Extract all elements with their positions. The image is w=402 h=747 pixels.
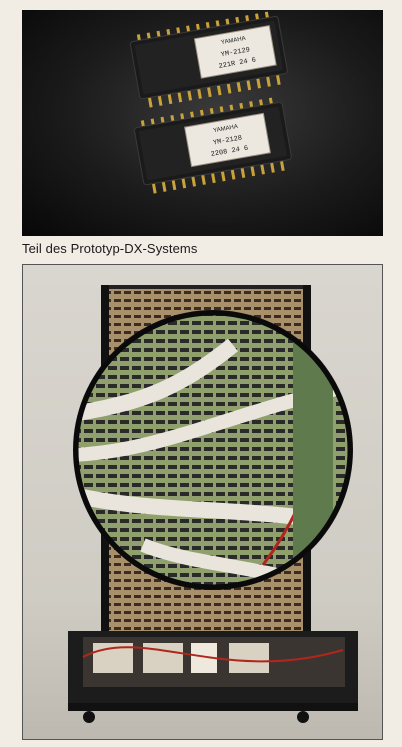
chip-photo: YAMAHA YM-2129 221R 24 6 — [22, 10, 383, 236]
lower-chip-brand: YAMAHA — [213, 124, 239, 134]
figure-caption: Teil des Prototyp-DX-Systems — [22, 241, 198, 256]
rack-base — [68, 631, 358, 723]
upper-chip: YAMAHA YM-2129 221R 24 6 — [129, 11, 288, 108]
prototype-rack-photo — [22, 264, 383, 740]
rack-illustration — [68, 285, 358, 723]
lower-chip: YAMAHA YM-2128 2208 24 6 — [133, 97, 292, 194]
chip-illustration: YAMAHA YM-2129 221R 24 6 — [129, 11, 292, 194]
upper-chip-brand: YAMAHA — [221, 36, 247, 46]
magnified-board-detail — [73, 310, 353, 590]
